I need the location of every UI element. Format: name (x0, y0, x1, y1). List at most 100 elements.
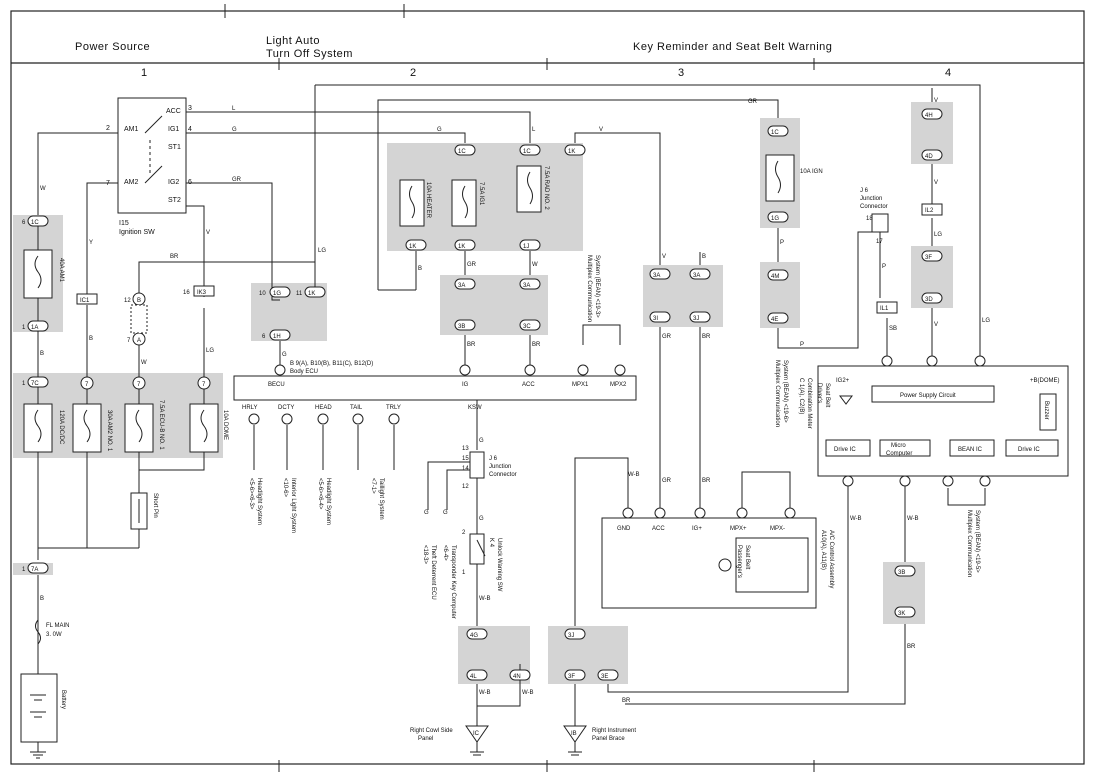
svg-text:IC1: IC1 (80, 298, 90, 304)
svg-text:11: 11 (296, 291, 303, 297)
svg-text:L: L (532, 127, 536, 133)
svg-text:18: 18 (866, 216, 873, 222)
svg-text:Unlock Warning SW: Unlock Warning SW (496, 538, 502, 592)
svg-text:GR: GR (748, 99, 758, 105)
frame (10, 4, 1085, 772)
svg-text:BR: BR (622, 698, 631, 704)
svg-text:7: 7 (127, 338, 131, 344)
svg-text:KSW: KSW (468, 405, 482, 411)
svg-text:B: B (40, 351, 44, 357)
svg-text:W-B: W-B (522, 690, 534, 696)
ign-sw-id: I15 (119, 220, 129, 227)
svg-text:12: 12 (462, 484, 469, 490)
svg-text:A10(A), A11(B): A10(A), A11(B) (820, 530, 826, 570)
svg-text:1K: 1K (458, 244, 465, 250)
column-2: 2 (410, 67, 417, 79)
svg-text:W-B: W-B (907, 516, 919, 522)
svg-text:1J: 1J (523, 244, 529, 250)
svg-text:LG: LG (206, 348, 214, 354)
svg-text:3E: 3E (601, 674, 608, 680)
svg-text:Seat Belt: Seat Belt (744, 545, 750, 570)
svg-text:7: 7 (85, 382, 89, 388)
header-light-auto: Light Auto (266, 35, 320, 47)
svg-text:System (BEAN) <19-5>: System (BEAN) <19-5> (974, 510, 980, 573)
fuses: 40A AM1 120A DC/DC 30A AM2 NO. 1 7.5A EC… (23, 154, 823, 645)
svg-text:ACC: ACC (522, 382, 535, 388)
svg-text:V: V (934, 322, 938, 328)
svg-text:4G: 4G (470, 633, 478, 639)
svg-text:16: 16 (183, 290, 190, 296)
svg-text:IG1: IG1 (168, 126, 179, 133)
svg-text:Panel: Panel (418, 736, 433, 742)
svg-text:Multiplex Communication: Multiplex Communication (966, 510, 972, 577)
svg-text:Connector: Connector (860, 204, 888, 210)
svg-text:IG+: IG+ (692, 526, 702, 532)
svg-text:4H: 4H (925, 113, 933, 119)
svg-text:V: V (934, 180, 938, 186)
svg-text:G: G (232, 127, 237, 133)
svg-text:Transponder Key Computer: Transponder Key Computer (450, 545, 456, 619)
svg-text:7A: 7A (31, 567, 38, 573)
battery: Battery (20, 673, 66, 759)
svg-text:V: V (599, 127, 603, 133)
svg-text:Interior Light System: Interior Light System (290, 478, 296, 533)
svg-text:W-B: W-B (850, 516, 862, 522)
header-power-source: Power Source (75, 41, 150, 53)
svg-text:1: 1 (462, 570, 466, 576)
grounds: IC Right Cowl Side Panel IB Right Instru… (410, 725, 636, 756)
svg-text:A: A (137, 338, 141, 344)
svg-text:W-B: W-B (479, 596, 491, 602)
svg-text:ST1: ST1 (168, 144, 181, 151)
svg-text:Body ECU: Body ECU (290, 369, 318, 375)
header-turn-off: Turn Off System (266, 48, 353, 60)
junction-j6-right: J 6 Junction Connector 18 17 Multiplex C… (860, 188, 980, 577)
svg-text:HRLY: HRLY (242, 405, 258, 411)
svg-text:Passenger's: Passenger's (736, 545, 742, 578)
svg-text:IG: IG (462, 382, 469, 388)
svg-text:4D: 4D (925, 154, 933, 160)
svg-text:Buzzer: Buzzer (1043, 401, 1049, 420)
svg-text:AM1: AM1 (124, 126, 139, 133)
svg-text:1A: 1A (31, 325, 38, 331)
svg-text:3A: 3A (523, 283, 530, 289)
svg-text:3F: 3F (925, 255, 932, 261)
svg-text:14: 14 (462, 466, 469, 472)
svg-text:<18-3>: <18-3> (422, 545, 428, 565)
svg-text:3A: 3A (653, 273, 660, 279)
svg-text:GND: GND (617, 526, 631, 532)
svg-text:MPX2: MPX2 (610, 382, 627, 388)
svg-text:7.5A IG1: 7.5A IG1 (478, 182, 484, 206)
svg-text:3I: 3I (653, 316, 658, 322)
svg-text:BEAN IC: BEAN IC (958, 447, 983, 453)
svg-text:1C: 1C (523, 149, 531, 155)
svg-text:7: 7 (137, 382, 141, 388)
svg-text:Combination Meter: Combination Meter (806, 378, 812, 429)
svg-text:1K: 1K (568, 149, 575, 155)
svg-text:10: 10 (259, 291, 266, 297)
svg-text:7: 7 (202, 382, 206, 388)
svg-text:Short Pin: Short Pin (152, 493, 158, 518)
svg-text:1K: 1K (409, 244, 416, 250)
svg-text:3B: 3B (898, 570, 905, 576)
svg-text:B: B (418, 266, 422, 272)
svg-text:K 4: K 4 (488, 538, 494, 548)
svg-text:120A DC/DC: 120A DC/DC (58, 410, 64, 445)
svg-text:1G: 1G (771, 216, 779, 222)
svg-text:1C: 1C (458, 149, 466, 155)
svg-text:GR: GR (662, 478, 672, 484)
svg-text:Panel Brace: Panel Brace (592, 736, 625, 742)
svg-text:J 6: J 6 (860, 188, 869, 194)
svg-text:Headlight System: Headlight System (325, 478, 331, 525)
svg-text:G: G (443, 510, 448, 516)
svg-text:Junction: Junction (860, 196, 882, 202)
svg-text:2: 2 (106, 125, 110, 132)
svg-text:P: P (882, 264, 886, 270)
svg-text:3D: 3D (925, 297, 933, 303)
svg-text:LG: LG (318, 248, 326, 254)
svg-text:System (BEAN) <19-3>: System (BEAN) <19-3> (594, 255, 600, 318)
svg-text:Taillight System: Taillight System (378, 478, 384, 520)
svg-text:W: W (141, 360, 147, 366)
svg-text:IG2: IG2 (168, 179, 179, 186)
svg-text:Seat Belt: Seat Belt (824, 383, 830, 408)
